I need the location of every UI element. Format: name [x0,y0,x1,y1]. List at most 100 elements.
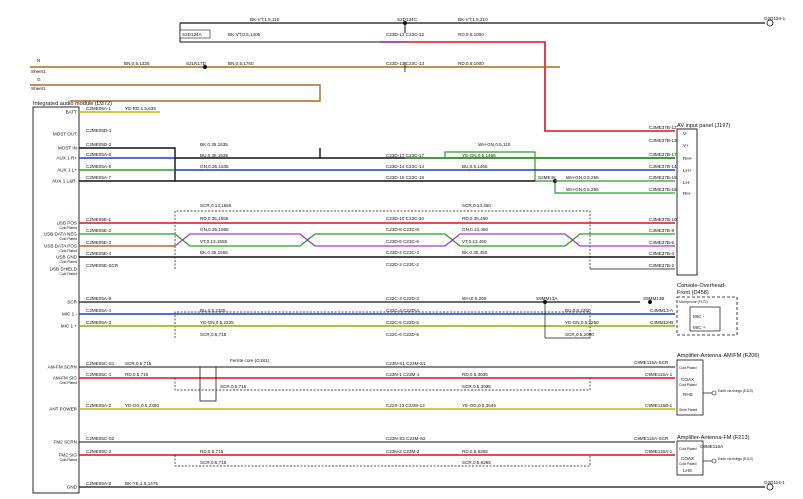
connector-label: C3ME37B-8 [649,228,674,233]
mic-pin: MIC - [693,314,705,319]
module-pin-name: MOST OUT [53,132,77,137]
connector-label: C4MM13-B [650,320,673,325]
aux-wh-gn-wire [405,151,675,194]
wire-label: BU,0.5,1465 [462,164,488,169]
wire-label: BK,0.35,450 [462,250,488,255]
amp-amfm-title: Amplifier-Antenna-AM/FM (F206) [677,353,760,359]
connector-label: C3ME37B-4 [649,251,674,256]
module-connector-label: C2ME05A-1 [86,106,111,111]
wire-label: YE-OG,0.5,2350 [125,403,159,408]
module-connector-label: C2ME05A-5 [86,164,111,169]
module-pin-name: MIC 1 - [62,312,78,317]
bn-ground-wire [30,84,321,102]
amp-amfm-box [676,359,704,416]
av-input-panel: AV input panel (J197) C3ME37B-12C3ME37B-… [649,123,731,276]
sheet-g: G [37,77,41,82]
bk-vt-branch [179,23,405,43]
module-pin-name: AUX 1 L&R- [52,179,77,184]
av-pins: C3ME37B-12C3ME37B-13C3ME37B-17C3ME37B-14… [649,125,693,268]
connector-label: C22C-3 C22D-3 [386,296,419,301]
wire-label: BK-YE,1.5,1475 [125,481,158,486]
splice-label: S9MM13B [643,296,664,301]
module-connector-label: C2ME05E-3 [86,240,111,245]
av-pin-label: LH- [683,180,691,185]
wire-label: BK-VT,0.5,1405 [228,32,261,37]
wire-label: BU,0.5,2325 [200,308,226,313]
module-pin-sub: Cold Plated [59,272,77,276]
ground-label: G2D134-1 [764,16,786,21]
module-connector-label: C2ME05D-1 [86,128,112,133]
connector-label: C3ME37B-14 [649,164,677,169]
usb-data-pos-wire [79,233,675,247]
connector-label: C3ME37B-17 [649,152,677,157]
module-pin-name: MOST IN [58,146,77,151]
av-pin-label: RH- [683,191,692,196]
module-pin-name: USB GND [56,255,78,260]
connector-label: C9ME116A [700,444,724,449]
module-connector-label: C2ME05C-1 [86,372,112,377]
module-connector-label: C2ME05A-4 [86,308,111,313]
sheet-g-ref: Sheet1 [31,86,46,91]
fm2-wiring: RD,0.5,715 SCR,0.5,715 C23N-S2 C23M-S2 C… [79,435,753,476]
connector-label: C22C-4 C22D-4 [386,308,419,313]
connector-label: C23D-8 C23C-8 [386,227,419,232]
connector-label: C23N-S1 C23M-S1 [386,361,426,366]
module-connector-label: C2ME05A-2 [86,403,111,408]
rd-feed-wire [405,41,675,132]
splice-s9mm13b [648,300,652,304]
wire-label: RD,0.5,715 [200,449,224,454]
module-pin-name: USB SHIELD [50,267,78,272]
connector-label: C22C-6 C22D-6 [386,332,419,337]
connector-label: C22C-5 C22D-5 [386,320,419,325]
wire-label: SCR,0.5,2000 [565,332,594,337]
shim-label: Shim Plated [679,408,697,412]
module-pin-name: FM2 SCRN [54,440,77,445]
module-pin-name: AUX 1 R+ [56,156,77,161]
wire-label: YE-OG,0.5,3645 [462,403,496,408]
ground-icon [766,483,774,491]
console-overhead: Console-Overhead- Front (D458) Microphon… [650,283,738,336]
connector-label: C3ME37B-10 [649,217,677,222]
module-pin-sub: Cold Plated [59,458,77,462]
console-title: Console-Overhead- [677,283,726,289]
wire-label: BU,0.35,1535 [200,153,229,158]
connector-label: C23D-2 C23C-2 [386,262,419,267]
wire-label: GN,0.35,1555 [200,227,229,232]
module-pin-name: USB POS [57,221,77,226]
sheet-n: N [37,58,40,63]
wire-label: WH,0.5,200 [462,296,487,301]
module-pin-name: ANT POWER [49,407,77,412]
connector-label: C9ME116A-1 [645,449,673,454]
ground-label: G2D114-1 [764,480,785,485]
module-pin-name: BATT [66,110,78,115]
console-box [676,296,738,336]
connector-label: C3ME37B-13 [649,138,677,143]
module-pin-name: GND [67,485,78,490]
usb-shield [174,210,591,269]
connector-label: C23N-2 C23M-2 [386,449,420,454]
wire-label: BU,0.5,2250 [565,308,591,313]
module-connector-label: C2ME05A-7 [86,175,111,180]
splice-label: S2D134C [397,17,418,22]
connector-label: C22X-13 C23W-13 [386,403,425,408]
connector-label: C23D-12 C23C-12 [386,32,424,37]
connector-label: C3ME37B-18 [649,187,677,192]
wire-label: VT,0.13,1555 [200,239,228,244]
coax-label: COAX [681,456,694,461]
top-wires: BK-VT,1.5,110 S2D134C BK-VT,1.5,210 G2D1… [30,16,786,132]
splice-label: S2ME46 [538,175,556,180]
connector-label: C23N-S2 C23M-S2 [386,436,426,441]
ground-icon [766,19,774,27]
module-connector-label: C2ME05C-2 [86,449,112,454]
module-connector-label: C2ME05A-8 [86,481,111,486]
splice-s2ln17d [203,65,207,69]
earth-label: Earth via fixings (E110) [718,457,753,461]
wire-label: YE-GN,0.5,1465 [462,153,496,158]
earth-icon [711,458,717,464]
splice-label: S2LN17D [186,61,207,66]
coax-label: COAX [681,377,694,382]
module-pin-name: FM2 SIG [59,453,78,458]
module-connector-label: C2ME05E-4 [86,251,111,256]
splice-label: S2D134A [182,32,203,37]
